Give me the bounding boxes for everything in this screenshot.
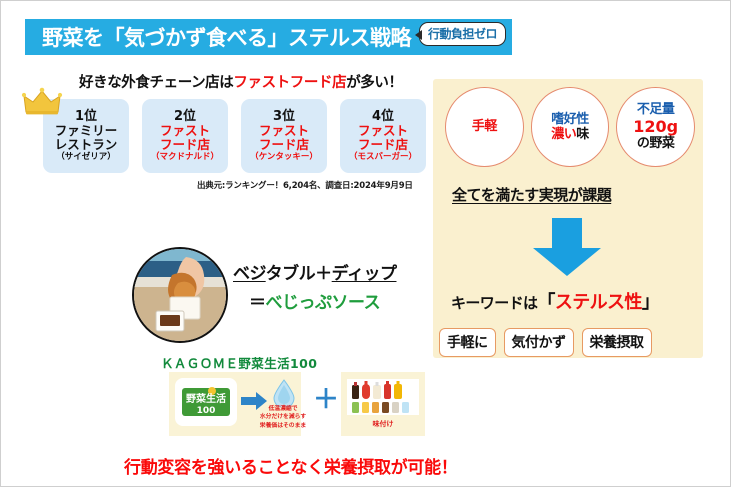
page-title: 野菜を「気づかず食べる」ステルス戦略	[42, 26, 412, 50]
svg-text:野菜生活: 野菜生活	[186, 392, 226, 405]
circle2-line2: 濃い味	[551, 127, 589, 142]
plus-icon: ＋	[313, 385, 340, 415]
rank-store-sub: （ケンタッキー）	[250, 151, 318, 162]
keyword-open-quote: 「	[537, 292, 555, 313]
header-badge: 行動負担ゼロ	[414, 22, 507, 46]
keyword-text: ステルス性	[554, 292, 643, 313]
rank-store-line1: ファスト	[258, 122, 309, 138]
svg-text:100: 100	[197, 406, 216, 416]
right-arrow-icon	[241, 392, 267, 410]
drop-caption-line1: 低温濃縮で	[268, 406, 298, 412]
ranking-caption: 好きな外食チェーン店はファストフード店が多い！	[79, 71, 403, 92]
veggie-dip-result-text: べじっぷソース	[265, 293, 381, 313]
ranking-caption-highlight: ファストフード店	[233, 75, 347, 91]
veggie-dip-part3: ディップ	[331, 264, 397, 284]
rank-store-line2: レストラン	[54, 136, 118, 152]
footer-conclusion: 行動変容を強いることなく栄養摂取が可能！	[124, 458, 458, 478]
circle2-line1: 嗜好性	[551, 111, 589, 127]
circle2-line2-a: 濃い	[551, 127, 577, 142]
down-arrow-icon	[533, 218, 601, 276]
ranking-cards: 1位 ファミリー レストラン （サイゼリア） 2位 ファスト フード店 （マクド…	[21, 87, 433, 173]
rank-store-line2: フード店	[357, 136, 408, 152]
condiment-bottles-icon	[347, 379, 419, 415]
water-drop-icon	[273, 379, 295, 407]
rank-store-sub: （マクドナルド）	[150, 151, 219, 162]
rank-number: 3位	[272, 109, 296, 124]
benefit-box-1: 手軽に	[439, 328, 496, 357]
seasoning-label: 味付け	[372, 420, 394, 428]
challenge-statement: 全てを満たす実現が課題	[452, 186, 612, 204]
requirement-circle-2: 嗜好性 濃い味	[530, 87, 610, 167]
rank-store-sub: （サイゼリア）	[56, 151, 116, 162]
requirement-circles: 手軽 嗜好性 濃い味 不足量 120g の野菜	[445, 87, 696, 167]
circle2-line2-b: 味	[576, 127, 589, 142]
rank-store-line2: フード店	[258, 136, 309, 152]
drop-caption-line2: 水分だけを減らす	[259, 414, 307, 421]
equals-sign: ＝	[249, 293, 266, 313]
keyword-close-quote: 」	[641, 292, 660, 313]
ranking-card-3: 3位 ファスト フード店 （ケンタッキー）	[241, 99, 327, 173]
drop-caption: 低温濃縮で 水分だけを減らす 栄養価はそのまま	[247, 405, 319, 430]
rank-store-sub: （モスバーガー）	[348, 151, 417, 162]
rank-number: 4位	[371, 109, 395, 124]
source-note: 出典元:ランキングー！6,204名、調査日:2024年9月9日	[197, 181, 413, 191]
ranking-card-1: 1位 ファミリー レストラン （サイゼリア）	[21, 87, 129, 173]
ranking-caption-pre: 好きな外食チェーン店は	[79, 75, 234, 91]
keyword-statement: キーワードは「ステルス性」	[451, 288, 660, 314]
benefit-boxes: 手軽に 気付かず 栄養摂取	[439, 328, 697, 357]
rank-number: 2位	[173, 109, 197, 124]
veggie-dip-part2: タブル＋	[265, 264, 333, 284]
keyword-prefix: キーワードは	[451, 294, 538, 312]
yasaiseikatsu-logo: 野菜生活 100	[175, 378, 237, 426]
benefit-box-3: 栄養摂取	[581, 328, 652, 357]
benefit-box-2: 気付かず	[503, 328, 574, 357]
rank-store-line2: フード店	[159, 136, 210, 152]
rank-number: 1位	[74, 109, 98, 124]
rank-store-line1: ファスト	[159, 122, 210, 138]
rank-store-line1: ファミリー	[54, 122, 118, 138]
requirement-circle-1: 手軽	[445, 87, 524, 167]
requirement-circle-3: 不足量 120g の野菜	[616, 87, 696, 167]
circle3-line1: 不足量	[636, 102, 675, 118]
crown-icon	[21, 87, 63, 115]
veggie-dip-result: ＝べじっぷソース	[249, 288, 381, 313]
ranking-caption-post: が多い！	[346, 75, 403, 91]
veggie-dip-part1: ベジ	[233, 264, 266, 284]
ranking-card-2: 2位 ファスト フード店 （マクドナルド）	[142, 99, 228, 173]
kagome-title: ＫＡＧＯＭＥ野菜生活100	[161, 356, 318, 371]
ranking-card-4: 4位 ファスト フード店 （モスバーガー）	[340, 99, 426, 173]
nugget-dip-photo	[132, 247, 228, 343]
drop-caption-line3: 栄養価はそのまま	[259, 422, 307, 429]
circle3-line2: 120g	[633, 116, 679, 136]
circle1-line1: 手軽	[471, 119, 498, 135]
veggie-dip-formula: ベジタブル＋ディップ	[233, 259, 397, 284]
rank-store-line1: ファスト	[357, 122, 408, 138]
circle3-line3: の野菜	[636, 136, 675, 152]
